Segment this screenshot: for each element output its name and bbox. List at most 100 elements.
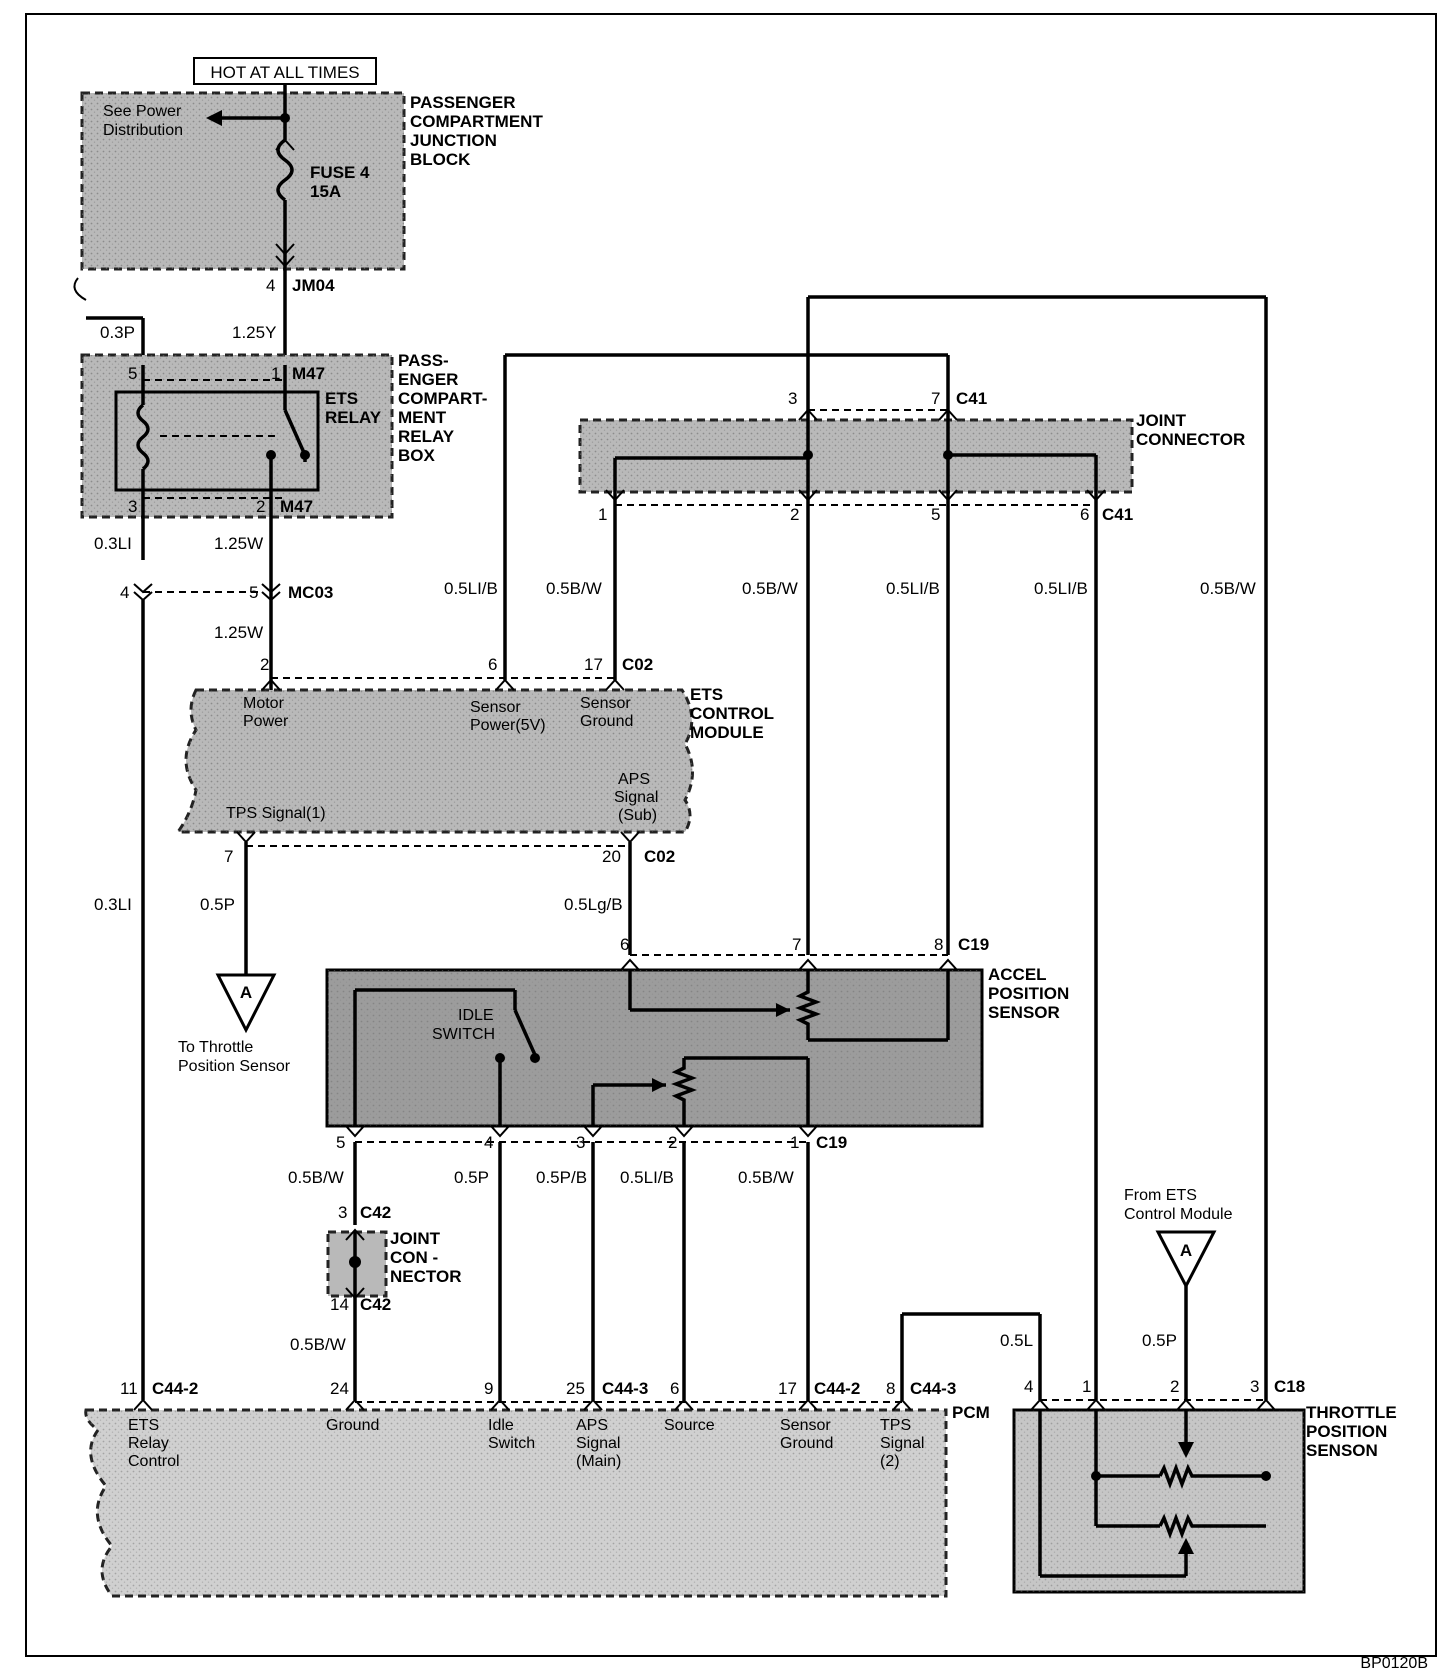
- c41-pin-1: 1: [598, 505, 607, 524]
- c42-conn-top: C42: [360, 1203, 391, 1222]
- pcm-pin-17: 17: [778, 1379, 797, 1398]
- relay-conn-bottom: M47: [280, 497, 313, 516]
- c18-conn: C18: [1274, 1377, 1305, 1396]
- ets-aps-signal-3: (Sub): [618, 807, 657, 824]
- throttle-title-3: SENSON: [1306, 1441, 1378, 1460]
- fuse-label-1: FUSE 4: [310, 163, 370, 182]
- c19-pin-4: 4: [484, 1133, 493, 1152]
- c18-pin-3: 3: [1250, 1377, 1259, 1396]
- ets-conn-top: C02: [622, 655, 653, 674]
- wire-05lgb-label: 0.5Lg/B: [564, 895, 623, 914]
- relay-pin-1: 1: [271, 364, 280, 383]
- wire-05bw-label-c: 0.5B/W: [1200, 579, 1256, 598]
- wire-125y-label: 1.25Y: [232, 323, 276, 342]
- jm04-connector: JM04: [292, 276, 335, 295]
- pcm-pin-24: 24: [330, 1379, 349, 1398]
- ets-pin-6: 6: [488, 655, 497, 674]
- wire-05lib-label-b: 0.5LI/B: [886, 579, 940, 598]
- pcm-label-aps-3: (Main): [576, 1453, 621, 1470]
- ets-title-3: MODULE: [690, 723, 764, 742]
- junction-block-title-3: JUNCTION: [410, 131, 497, 150]
- relay-coil-icon: [136, 403, 150, 471]
- pcm-pin-6: 6: [670, 1379, 679, 1398]
- c19-conn-bottom: C19: [816, 1133, 847, 1152]
- relay-box-title-3: COMPART-: [398, 389, 487, 408]
- offpage-connector-to-throttle: A To Throttle Position Sensor: [178, 973, 291, 1075]
- accel-title-1: ACCEL: [988, 965, 1047, 984]
- relay-box-title-5: RELAY: [398, 427, 455, 446]
- relay-box-title-1: PASS-: [398, 351, 449, 370]
- ets-pin-20: 20: [602, 847, 621, 866]
- accel-title-3: SENSOR: [988, 1003, 1060, 1022]
- wire-05lib-label-a: 0.5LI/B: [444, 579, 498, 598]
- junction-block: PASSENGER COMPARTMENT JUNCTION BLOCK See…: [80, 91, 543, 271]
- ets-conn-bottom: C02: [644, 847, 675, 866]
- wire-05p-label-b: 0.5P: [454, 1168, 489, 1187]
- triangle-a-icon: [215, 973, 277, 1034]
- arrow-left-icon: [206, 110, 222, 126]
- ets-title-2: CONTROL: [690, 704, 774, 723]
- joint-connector-c42: 3 C42 14 C42 JOINT CON - NECTOR: [326, 1203, 461, 1314]
- pcm-label-relay-1: ETS: [128, 1417, 159, 1434]
- pcm-label-tps-2: Signal: [880, 1435, 924, 1452]
- c41-pin-2: 2: [790, 505, 799, 524]
- idle-switch-icon: [513, 1009, 537, 1056]
- relay-box-title-2: ENGER: [398, 370, 458, 389]
- offpage-a-symbol-1: A: [240, 983, 252, 1002]
- ets-pin-2: 2: [260, 655, 269, 674]
- pcm-label-idle-2: Switch: [488, 1435, 535, 1452]
- joint-connector-title-1: JOINT: [1136, 411, 1187, 430]
- to-throttle-text-2: Position Sensor: [178, 1058, 291, 1075]
- power-source-label: HOT AT ALL TIMES: [193, 57, 377, 85]
- wire-125w-label-b: 1.25W: [214, 623, 263, 642]
- from-ets-text-2: Control Module: [1124, 1206, 1233, 1223]
- c41-pin-5: 5: [931, 505, 940, 524]
- wire-05p-label-c: 0.5P: [1142, 1331, 1177, 1350]
- c41-pin-7: 7: [931, 389, 940, 408]
- jm04-pin: 4: [266, 276, 275, 295]
- accel-title-2: POSITION: [988, 984, 1069, 1003]
- offpage-a-symbol-2: A: [1180, 1241, 1192, 1260]
- throttle-position-sensor: 4 1 2 3 C18 THROTTLE POSITION SENSON: [1012, 1377, 1397, 1594]
- ets-aps-signal-1: APS: [618, 771, 650, 788]
- pcm-pin-8: 8: [886, 1379, 895, 1398]
- ets-sensor-ground-1: Sensor: [580, 695, 631, 712]
- wire-03li-label-a: 0.3LI: [94, 534, 132, 553]
- c41-conn-bottom: C41: [1102, 505, 1133, 524]
- c42-pin-14: 14: [330, 1295, 349, 1314]
- wire-05p-label-a: 0.5P: [200, 895, 235, 914]
- joint-connector-top: JOINT CONNECTOR 3 7 C41 1 2 5 6 C41: [578, 389, 1245, 524]
- ets-title-1: ETS: [690, 685, 723, 704]
- ets-pin-7: 7: [224, 847, 233, 866]
- pcm-conn-c44-2-b: C44-2: [814, 1379, 860, 1398]
- pcm-label-ground: Ground: [326, 1417, 379, 1434]
- offpage-connector-from-ets: From ETS Control Module A: [1124, 1187, 1233, 1290]
- mc03-pin-4: 4: [120, 583, 129, 602]
- idle-switch-label-2: SWITCH: [432, 1026, 495, 1043]
- c18-pin-4: 4: [1024, 1377, 1033, 1396]
- pcm-conn-c44-3-b: C44-3: [910, 1379, 956, 1398]
- wire-125w-label-a: 1.25W: [214, 534, 263, 553]
- ets-sensor-power-1: Sensor: [470, 699, 521, 716]
- junction-block-title-1: PASSENGER: [410, 93, 516, 112]
- relay-pin-5: 5: [128, 364, 137, 383]
- pcm-label-tps-1: TPS: [880, 1417, 911, 1434]
- ets-aps-signal-2: Signal: [614, 789, 658, 806]
- throttle-title-1: THROTTLE: [1306, 1403, 1397, 1422]
- pcm-label-aps-1: APS: [576, 1417, 608, 1434]
- pcm-label-tps-3: (2): [880, 1453, 900, 1470]
- fuse-icon: [276, 138, 294, 202]
- c19-conn-top: C19: [958, 935, 989, 954]
- power-source-text: HOT AT ALL TIMES: [210, 63, 359, 82]
- relay-box-title-4: MENT: [398, 408, 447, 427]
- tps-resistor-icon: [671, 1058, 697, 1126]
- pcm-label-sensor-ground-2: Ground: [780, 1435, 833, 1452]
- pcm-label-sensor-ground-1: Sensor: [780, 1417, 831, 1434]
- pcm-conn-c44-2-a: C44-2: [152, 1379, 198, 1398]
- ets-motor-power-2: Power: [243, 713, 289, 730]
- relay-box: PASS- ENGER COMPART- MENT RELAY BOX ETS …: [80, 351, 487, 560]
- triangle-a-icon: [1155, 1230, 1217, 1290]
- see-power-text-1: See Power: [103, 103, 182, 120]
- c41-conn-top: C41: [956, 389, 987, 408]
- aps-resistor-icon: [795, 970, 821, 1040]
